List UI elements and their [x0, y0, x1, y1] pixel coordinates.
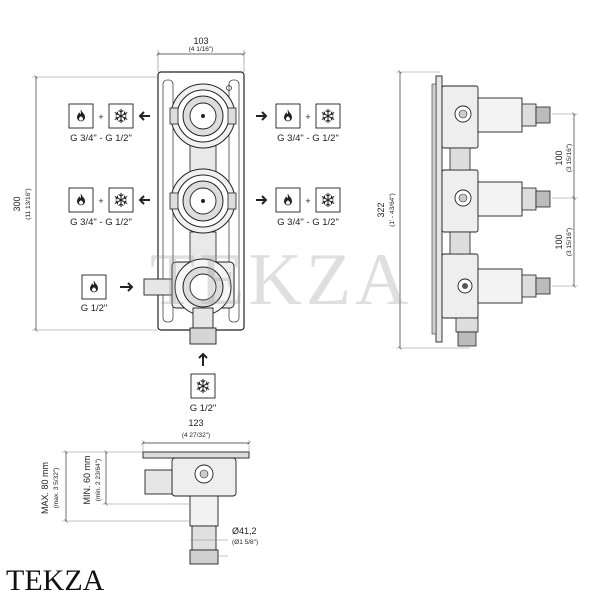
top-view: 123 (4 27/32") MAX. 80 mm (max. 3 5/32")…	[40, 418, 258, 565]
port-label: G 3/4" - G 1/2"	[277, 133, 339, 144]
valve-top	[169, 83, 237, 149]
front-height-inch-label: (11 13/16")	[25, 188, 32, 219]
spacing-upper-label: 100	[554, 150, 564, 165]
cartridge-top	[477, 97, 551, 133]
max-depth-label: MAX. 80 mm	[40, 462, 50, 514]
front-height-label: 300	[12, 196, 22, 211]
svg-text:+: +	[98, 112, 103, 122]
arrow-icon	[138, 111, 150, 121]
side-height-label: 322	[376, 202, 386, 217]
cartridge-bottom	[477, 268, 551, 304]
valve-middle	[169, 168, 237, 234]
arrow-icon	[256, 111, 268, 121]
top-width-label: 123	[188, 418, 203, 428]
port-label: G 1/2"	[190, 403, 217, 414]
port-cold-inlet: G 1/2"	[190, 352, 217, 414]
arrow-icon	[256, 195, 268, 205]
port-label: G 3/4" - G 1/2"	[277, 217, 339, 228]
side-height-inch-label: (1' - 43/64")	[389, 193, 396, 227]
svg-text:+: +	[305, 112, 310, 122]
cold-inlet-pipe	[189, 327, 217, 345]
cartridge-middle	[477, 181, 551, 217]
arrow-icon	[120, 282, 134, 292]
svg-text:+: +	[305, 196, 310, 206]
min-depth-label: MIN. 60 mm	[82, 455, 92, 504]
port-top-left: + G 3/4" - G 1/2"	[68, 103, 150, 144]
svg-text:+: +	[98, 196, 103, 206]
arrow-icon	[198, 352, 208, 366]
front-width-label: 103	[193, 36, 208, 46]
side-view: 322 (1' - 43/64") 100 (3 15/16") 100 (3 …	[376, 70, 578, 350]
spacing-upper-inch-label: (3 15/16")	[566, 144, 573, 172]
port-mid-right: + G 3/4" - G 1/2"	[256, 187, 341, 228]
hot-inlet-pipe	[143, 278, 173, 296]
valve-bottom	[143, 258, 235, 345]
port-top-right: + G 3/4" - G 1/2"	[256, 103, 341, 144]
spacing-lower-label: 100	[554, 234, 564, 249]
front-view: 103 (4 1/16") 300 (11 13/16") + G 3/4" -…	[12, 36, 341, 414]
spacing-lower-inch-label: (3 15/16")	[566, 228, 573, 256]
port-label: G 1/2"	[81, 303, 108, 314]
diameter-inch-label: (Ø1 5/8")	[232, 539, 258, 546]
max-depth-inch-label: (max. 3 5/32")	[53, 468, 60, 509]
port-mid-left: + G 3/4" - G 1/2"	[68, 187, 150, 228]
min-depth-inch-label: (min. 2 23/64")	[95, 459, 102, 501]
top-width-inch-label: (4 27/32")	[182, 432, 210, 439]
front-width-inch-label: (4 1/16")	[189, 46, 214, 53]
port-hot-inlet: G 1/2"	[81, 274, 134, 314]
port-label: G 3/4" - G 1/2"	[70, 133, 132, 144]
arrow-icon	[138, 195, 150, 205]
brand-logo: TEKZA	[6, 564, 105, 597]
diameter-label: Ø41,2	[232, 526, 257, 536]
port-label: G 3/4" - G 1/2"	[70, 217, 132, 228]
